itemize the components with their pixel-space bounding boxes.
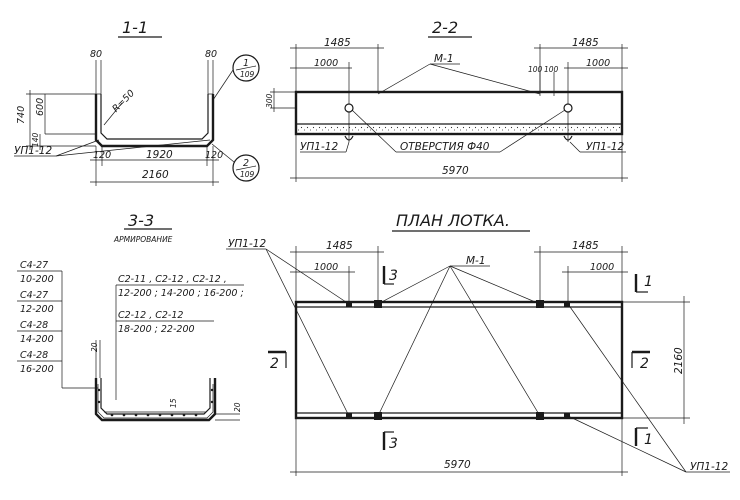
dim-plan-right: 1485 — [572, 240, 599, 252]
dim-slab: 140 — [31, 132, 40, 147]
dim-top-right: 80 — [205, 49, 217, 60]
section-3-3: 3-3 АРМИРОВАНИЕ С4-27 10-200 С4-27 12-20… — [17, 211, 244, 422]
label-up-plan-top: УП1-12 — [228, 238, 266, 250]
svg-text:109: 109 — [240, 70, 255, 79]
label-up-1-1: УП1-12 — [14, 145, 52, 157]
section-2-2: 2-2 1485 1485 1000 1000 100 100 — [265, 18, 628, 182]
right-labels-row3: С2-12 , С2-12 — [118, 310, 183, 321]
dim-inner-width: 1920 — [146, 149, 173, 161]
svg-text:С4-27: С4-27 — [20, 290, 48, 301]
dim-2-2-height: 300 — [265, 93, 274, 108]
beam-elevation — [294, 90, 624, 136]
plan-title: ПЛАН ЛОТКА. — [396, 211, 510, 230]
dim-height-inner: 600 — [35, 98, 46, 116]
svg-text:2: 2 — [270, 356, 279, 372]
svg-text:1: 1 — [243, 58, 249, 69]
dim-plan-width: 2160 — [673, 347, 685, 374]
label-up-2-2-right: УП1-12 — [586, 141, 624, 153]
svg-text:2: 2 — [640, 356, 649, 372]
dim-2-2-100-b: 100 — [544, 65, 559, 74]
dim-plan-1000-right: 1000 — [590, 262, 614, 273]
channel-profile-3-3 — [94, 378, 217, 422]
svg-text:109: 109 — [240, 170, 255, 179]
label-up-plan-bottom: УП1-12 — [690, 461, 728, 473]
ref-circle-top: 1 109 — [212, 54, 260, 101]
svg-text:С4-27: С4-27 — [20, 260, 48, 271]
dim-2-2-right: 1485 — [572, 37, 599, 49]
label-m1-plan: М-1 — [466, 255, 486, 267]
section-1-1-title: 1-1 — [122, 18, 148, 37]
plan-view: ПЛАН ЛОТКА. 1485 1485 1000 100 — [226, 211, 730, 476]
ref-circle-bottom: 2 109 — [211, 143, 260, 182]
svg-text:10-200: 10-200 — [20, 274, 54, 285]
dim-top-left: 80 — [90, 49, 102, 60]
rebar-dots — [97, 388, 214, 417]
dim-radius: R=50 — [110, 88, 137, 115]
svg-text:14-200: 14-200 — [20, 334, 54, 345]
embedded-plates — [346, 300, 570, 420]
cut-marker-3-bottom: 3 — [382, 431, 398, 452]
svg-text:3: 3 — [389, 436, 398, 452]
section-3-3-subtitle: АРМИРОВАНИЕ — [113, 235, 173, 244]
right-labels-row2: 12-200 ; 14-200 ; 16-200 ; — [118, 288, 244, 299]
svg-text:2: 2 — [243, 158, 249, 169]
svg-text:1: 1 — [644, 432, 653, 448]
beam-hatch — [298, 124, 620, 133]
dim-outer-width: 2160 — [142, 169, 169, 181]
right-labels-row4: 18-200 ; 22-200 — [118, 324, 195, 335]
svg-text:12-200: 12-200 — [20, 304, 54, 315]
hole-left — [344, 103, 354, 113]
dim-plan-left: 1485 — [326, 240, 353, 252]
section-2-2-title: 2-2 — [432, 18, 458, 37]
svg-text:16-200: 16-200 — [20, 364, 54, 375]
dim-20-right: 20 — [233, 402, 242, 412]
dim-20-left: 20 — [90, 342, 99, 352]
cut-marker-2-right: 2 — [631, 350, 650, 372]
cut-marker-1-top: 1 — [634, 274, 653, 293]
label-up-2-2-left: УП1-12 — [300, 141, 338, 153]
dim-plan-1000-left: 1000 — [314, 262, 338, 273]
left-label-stack: С4-27 10-200 С4-27 12-200 С4-28 14-200 С… — [17, 260, 98, 389]
section-3-3-title: 3-3 — [128, 211, 154, 230]
dim-bottom-right: 120 — [205, 150, 223, 161]
svg-text:1: 1 — [644, 274, 653, 290]
section-1-1: 1-1 740 600 140 80 80 R=50 120 — [14, 18, 260, 186]
svg-text:С4-28: С4-28 — [20, 350, 48, 361]
channel-profile-1-1 — [94, 94, 215, 148]
dim-2-2-100-a: 100 — [528, 65, 543, 74]
dim-bottom-left: 120 — [93, 150, 111, 161]
svg-text:С4-28: С4-28 — [20, 320, 48, 331]
svg-text:3: 3 — [389, 268, 398, 284]
dim-2-2-left: 1485 — [324, 37, 351, 49]
right-labels-row1: С2-11 , С2-12 , С2-12 , — [118, 274, 227, 285]
label-holes: ОТВЕРСТИЯ Ф40 — [400, 141, 490, 153]
dim-2-2-1000-left: 1000 — [314, 58, 338, 69]
cut-marker-3-top: 3 — [382, 266, 398, 285]
hole-right — [563, 103, 573, 113]
label-m1-2-2: М-1 — [434, 53, 454, 65]
dim-height-total: 740 — [16, 106, 27, 124]
plan-outline — [294, 300, 624, 420]
dim-2-2-1000-right: 1000 — [586, 58, 610, 69]
dim-plan-total: 5970 — [444, 459, 471, 471]
dim-15: 15 — [169, 398, 178, 408]
cut-marker-2-left: 2 — [268, 350, 287, 372]
cut-marker-1-bottom: 1 — [634, 427, 653, 448]
dim-2-2-total: 5970 — [442, 165, 469, 177]
